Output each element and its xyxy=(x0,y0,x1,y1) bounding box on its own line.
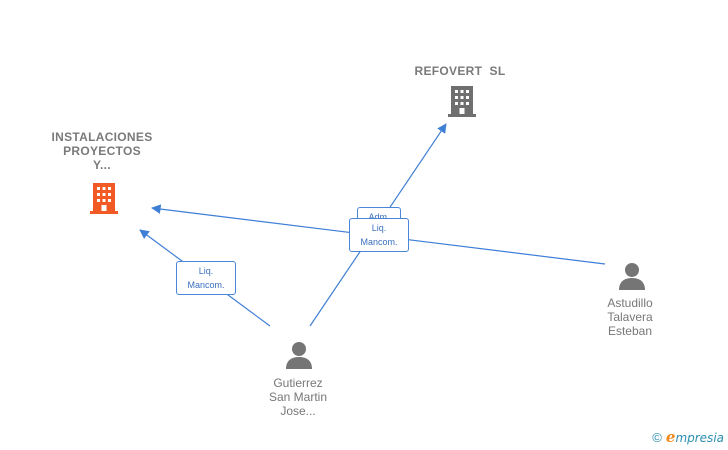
edge-label-line: Mancom. xyxy=(187,280,225,290)
person-label-line: Gutierrez xyxy=(273,376,323,390)
company-label-refovert[interactable]: REFOVERT SL xyxy=(390,64,530,78)
person-icon[interactable] xyxy=(284,340,314,370)
company-label-line: REFOVERT SL xyxy=(414,64,506,78)
person-label-astudillo[interactable]: Astudillo Talavera Esteban xyxy=(582,296,678,338)
company-label-line: Y... xyxy=(93,158,111,172)
empresia-watermark[interactable]: ©empresia xyxy=(652,428,724,446)
brand-initial: e xyxy=(665,428,676,446)
edge-label-line: Mancom. xyxy=(360,237,398,247)
edge-label-astudillo-instalaciones[interactable]: Liq. Mancom. xyxy=(349,218,409,252)
person-label-line: Astudillo xyxy=(607,296,653,310)
edge-label-line: Liq. xyxy=(371,223,387,233)
building-icon[interactable] xyxy=(446,84,478,118)
edge-label-line: Adm. xyxy=(368,212,390,222)
edge-label-gutierrez-instalaciones[interactable]: Liq. Mancom. xyxy=(176,261,236,295)
company-label-instalaciones[interactable]: INSTALACIONES PROYECTOS Y... xyxy=(36,130,168,172)
person-label-line: Esteban xyxy=(607,324,653,338)
person-label-line: Jose... xyxy=(280,404,316,418)
company-label-line: INSTALACIONES xyxy=(51,130,153,144)
company-label-line: PROYECTOS xyxy=(63,144,141,158)
copyright-symbol: © xyxy=(652,430,662,445)
person-label-gutierrez[interactable]: Gutierrez San Martin Jose... xyxy=(248,376,348,418)
building-icon[interactable] xyxy=(88,181,120,215)
person-label-line: Talavera xyxy=(607,310,653,324)
person-label-line: San Martin xyxy=(268,390,328,404)
brand-name: mpresia xyxy=(675,431,724,445)
person-icon[interactable] xyxy=(617,261,647,291)
edge-label-line: Liq. xyxy=(198,266,214,276)
